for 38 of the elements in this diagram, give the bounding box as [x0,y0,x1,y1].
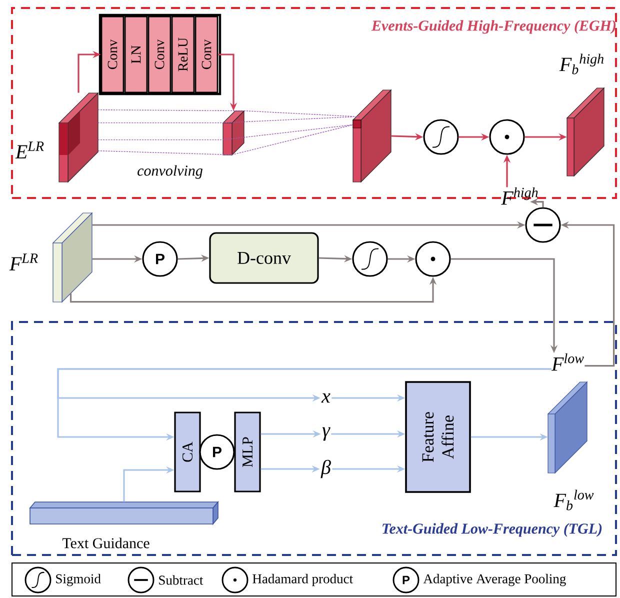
projection-line [222,124,354,140]
projection-line [97,139,224,140]
affine-box: Feature Affine [405,381,471,493]
legend-label: Subtract [159,575,204,585]
legend-label: Sigmoid [56,574,101,586]
symbol-label: β [320,460,331,478]
node-label: F$_{b}$high [559,54,604,74]
dconv-box: D-conv [209,232,319,284]
layer-box: Conv [148,16,172,94]
hadamard-circle [415,241,451,277]
projection-line [97,109,244,112]
node-label: F$_{b}$low [554,490,594,510]
hadamard-circle [489,119,525,155]
layer-box: MLP [234,412,261,492]
projection-line [222,116,354,124]
projection-line [243,110,362,118]
layer-stack-frame [98,14,222,96]
feature-label: F$^{high}$ [501,187,538,205]
symbol-label: γ [322,427,330,441]
legend-label: Hadamard product [252,574,353,586]
subtract-circle [525,207,561,243]
symbol-label: x [321,393,330,403]
projection-line [231,124,354,156]
sigmoid-circle [423,119,459,155]
sigmoid-circle [352,241,388,277]
layer-box: Conv [194,16,218,94]
projection-line [97,122,224,124]
feature-label: F$^{low}$ [551,353,584,371]
legend-label: Adaptive Average Pooling [423,574,566,586]
layer-box: CA [174,412,201,492]
projection-line [97,150,232,156]
node-label: F$^{LR}$ [9,254,38,270]
layer-box: Conv [100,16,124,94]
node-label: Text Guidance [62,538,150,548]
layer-box: ReLU [171,16,195,94]
layer-box: LN [124,16,148,94]
node-label: E$^{LR}$ [15,142,44,158]
caption-text: convolving [138,165,202,179]
